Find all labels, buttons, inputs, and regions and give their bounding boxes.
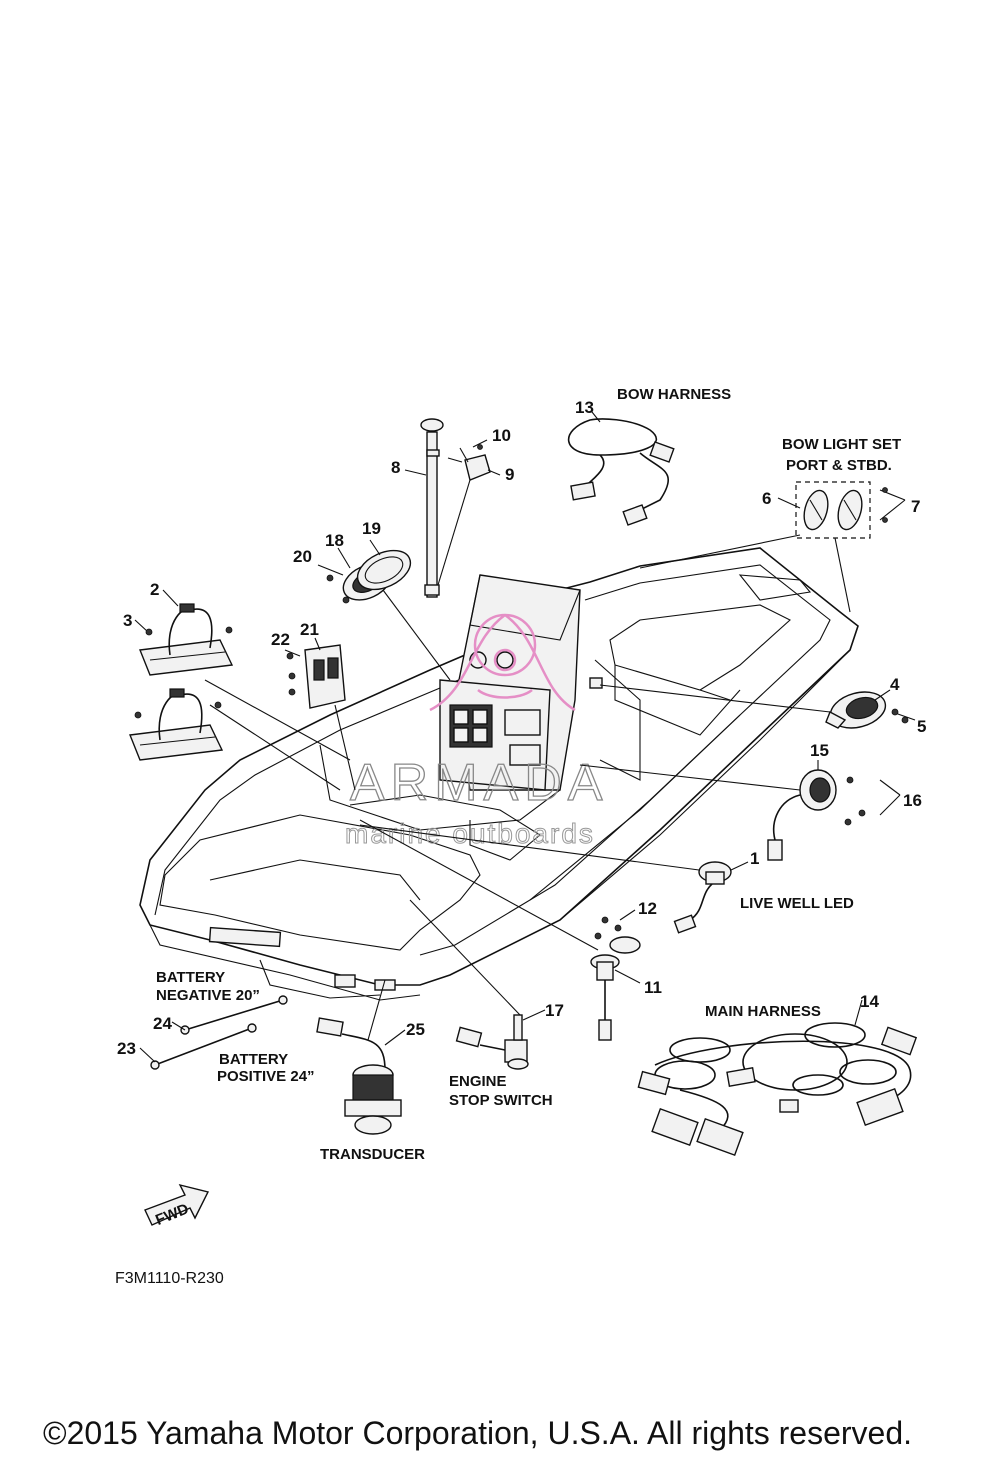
label-main-harness: MAIN HARNESS <box>705 1003 821 1020</box>
callout-5: 5 <box>917 717 926 736</box>
callout-20: 20 <box>293 547 312 566</box>
label-battery-negative-1: BATTERY <box>156 969 225 986</box>
part-1-live-well-led <box>673 861 732 934</box>
label-bow-harness: BOW HARNESS <box>617 386 731 403</box>
callout-11: 11 <box>644 978 662 997</box>
callout-21: 21 <box>300 620 319 639</box>
callout-24: 24 <box>153 1014 172 1033</box>
callout-25: 25 <box>406 1020 425 1039</box>
label-battery-positive-2: POSITIVE 24” <box>217 1068 315 1085</box>
label-transducer: TRANSDUCER <box>320 1146 425 1163</box>
part-8-rail <box>420 418 444 598</box>
bow-light-box <box>795 481 871 539</box>
callout-1: 1 <box>750 849 759 868</box>
callout-9: 9 <box>505 465 514 484</box>
part-25-transducer <box>316 1017 402 1135</box>
label-battery-negative-2: NEGATIVE 20” <box>156 987 260 1004</box>
callout-3: 3 <box>123 611 132 630</box>
diagram-code: F3M1110-R230 <box>115 1270 224 1287</box>
callout-14: 14 <box>860 992 879 1011</box>
part-14-main-harness <box>637 1022 918 1157</box>
part-13-bow-harness <box>567 418 675 526</box>
label-bow-light-set-2: PORT & STBD. <box>786 457 892 474</box>
callout-2: 2 <box>150 580 159 599</box>
callout-18: 18 <box>325 531 344 550</box>
callout-13: 13 <box>575 398 594 417</box>
copyright-notice: ©2015 Yamaha Motor Corporation, U.S.A. A… <box>43 1415 912 1451</box>
label-live-well-led: LIVE WELL LED <box>740 895 854 912</box>
part-2-battery-tray-lower <box>129 688 224 761</box>
callout-10: 10 <box>492 426 511 445</box>
label-bow-light-set-1: BOW LIGHT SET <box>782 436 901 453</box>
watermark-tagline: marine outboards <box>345 818 595 849</box>
boat-hull <box>139 547 859 1001</box>
part-17-engine-stop-switch <box>455 1014 529 1070</box>
callout-7: 7 <box>911 497 920 516</box>
part-21-switch-panel <box>304 644 346 709</box>
callout-19: 19 <box>362 519 381 538</box>
callout-12: 12 <box>638 899 657 918</box>
screw-icons <box>134 444 909 940</box>
callout-16: 16 <box>903 791 922 810</box>
part-9-clip <box>464 454 491 481</box>
watermark-brand: ARMADA <box>350 754 608 812</box>
part-2-battery-tray-upper <box>139 603 234 676</box>
callout-8: 8 <box>391 458 400 477</box>
label-engine-stop-2: STOP SWITCH <box>449 1092 553 1109</box>
part-11-fuel-sender <box>590 936 641 1041</box>
callout-17: 17 <box>545 1001 564 1020</box>
fwd-arrow-icon: FWD <box>144 1183 210 1229</box>
callout-4: 4 <box>890 675 900 694</box>
center-console <box>439 574 641 791</box>
callout-6: 6 <box>762 489 771 508</box>
part-15-socket <box>767 769 837 861</box>
label-battery-positive-1: BATTERY <box>219 1051 288 1068</box>
callout-23: 23 <box>117 1039 136 1058</box>
part-19-gasket <box>356 549 412 591</box>
battery-cables <box>150 995 288 1070</box>
callout-22: 22 <box>271 630 290 649</box>
callout-15: 15 <box>810 741 829 760</box>
watermark-logo <box>429 613 576 712</box>
label-engine-stop-1: ENGINE <box>449 1073 507 1090</box>
